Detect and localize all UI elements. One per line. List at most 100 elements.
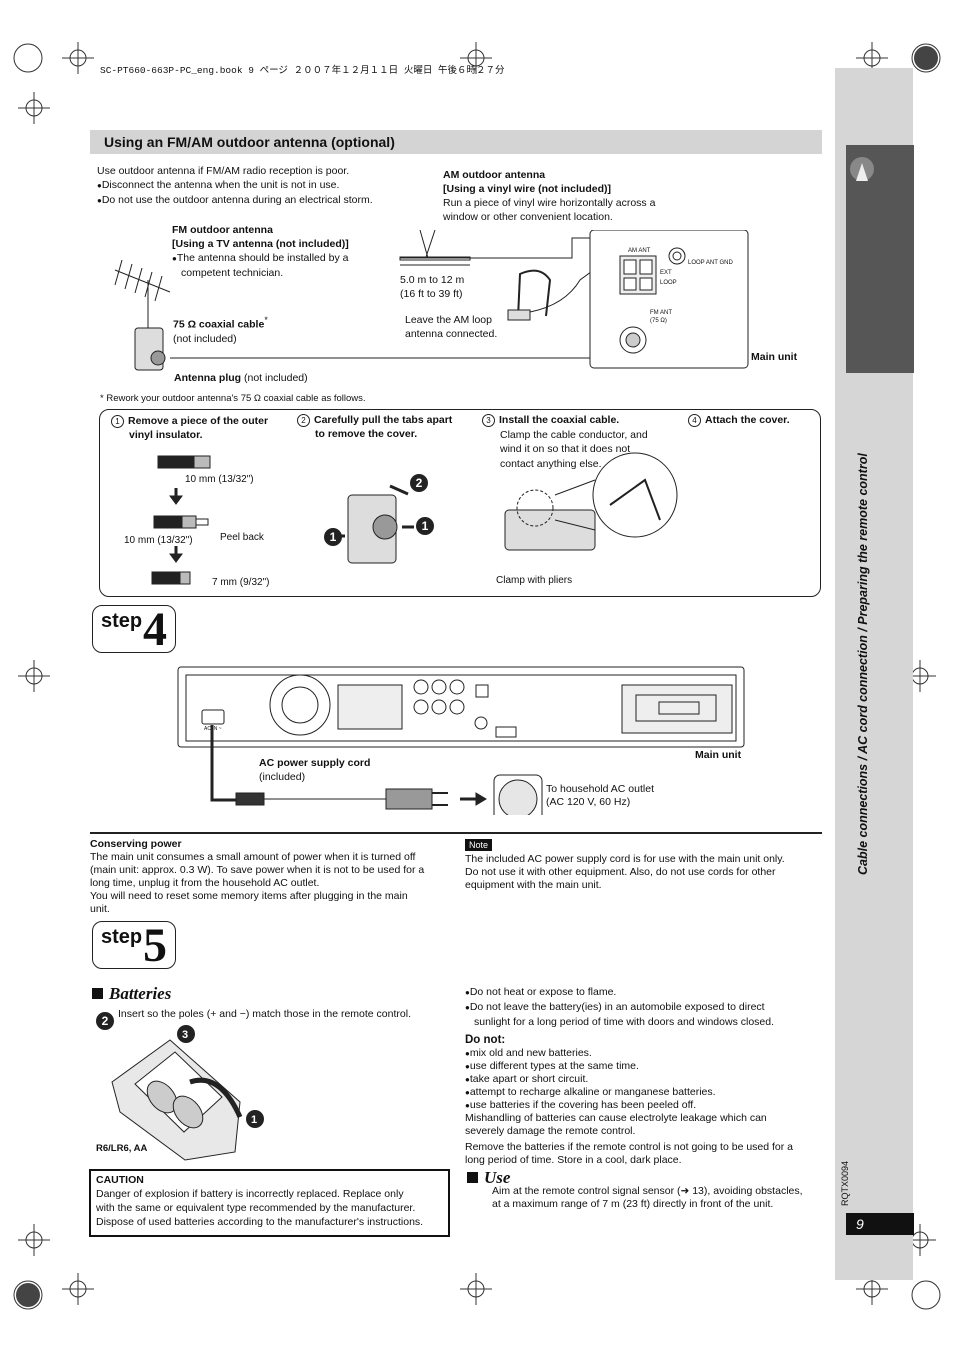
fm-antenna-text: FM outdoor antenna [Using a TV antenna (…	[172, 223, 349, 280]
substep-text: to remove the cover.	[315, 428, 418, 440]
conserving-line: (main unit: approx. 0.3 W). To save powe…	[90, 864, 425, 876]
sidebar-chapter-title: Cable connections / AC cord connection /…	[856, 453, 870, 875]
am-title: AM outdoor antenna	[443, 169, 546, 181]
fm-bullet-cont: competent technician.	[181, 267, 284, 279]
remove-line: long period of time. Store in a cool, da…	[465, 1154, 682, 1166]
loop-note: Leave the AM loop antenna connected.	[405, 313, 497, 341]
page-number: 9	[856, 1216, 864, 1232]
fm-subtitle: [Using a TV antenna (not included)]	[172, 238, 349, 250]
am-desc: Run a piece of vinyl wire horizontally a…	[443, 197, 656, 209]
note-badge: Note	[465, 839, 493, 851]
sidebar-tab	[846, 145, 914, 373]
header-line: SC-PT660-663P-PC_eng.book 9 ページ ２００７年１２月…	[100, 65, 505, 76]
divider	[90, 832, 822, 834]
substep-number: 4	[688, 414, 701, 427]
conserving-line: The main unit consumes a small amount of…	[90, 851, 416, 863]
coax-star: *	[264, 315, 268, 325]
warning-bullet: Do not leave the battery(ies) in an auto…	[465, 1000, 825, 1015]
caution-line: with the same or equivalent type recomme…	[96, 1202, 416, 1214]
do-not-item: take apart or short circuit.	[465, 1073, 825, 1086]
measure-10mm: 10 mm (13/32")	[185, 474, 254, 485]
cord-note: (included)	[259, 771, 306, 783]
conserving-line: unit.	[90, 903, 110, 915]
loop-terminal: LOOP	[660, 280, 677, 286]
substep-number: 3	[482, 414, 495, 427]
section-title: Using an FM/AM outdoor antenna (optional…	[104, 134, 395, 150]
substep-2: 2 Carefully pull the tabs apart to remove…	[297, 413, 477, 441]
section-header: Using an FM/AM outdoor antenna (optional…	[90, 130, 822, 154]
clamp-label: Clamp with pliers	[496, 575, 573, 586]
outlet-line: To household AC outlet	[546, 783, 654, 795]
substep-text: Carefully pull the tabs apart	[314, 414, 453, 426]
am-subtitle: [Using a vinyl wire (not included)]	[443, 183, 612, 195]
callout-1: 1	[416, 517, 434, 535]
footnote: * Rework your outdoor antenna's 75 Ω coa…	[100, 393, 366, 404]
wire-length-imperial: (16 ft to 39 ft)	[400, 288, 463, 300]
page-number-box: 9	[846, 1213, 914, 1235]
warning-bullet-cont: sunlight for a long period of time with …	[474, 1016, 774, 1028]
main-unit-label: Main unit	[751, 351, 798, 363]
wire-length: 5.0 m to 12 m (16 ft to 39 ft)	[400, 273, 464, 301]
conserving-line: You will need to reset some memory items…	[90, 890, 408, 902]
batteries-insert-text: Insert so the poles (+ and −) match thos…	[118, 1008, 411, 1020]
antenna-diagram	[114, 230, 749, 371]
fm-title: FM outdoor antenna	[172, 224, 273, 236]
square-bullet-icon	[92, 988, 103, 999]
note-line: Do not use it with other equipment. Also…	[465, 866, 776, 878]
peel-back-label: Peel back	[220, 532, 264, 543]
fm-ohm-label: (75 Ω)	[650, 318, 667, 324]
conserving-power: Conserving power The main unit consumes …	[90, 838, 450, 916]
substep-text: contact anything else.	[500, 457, 602, 470]
use-text: Aim at the remote control signal sensor …	[492, 1185, 803, 1211]
note-text: The included AC power supply cord is for…	[465, 853, 825, 892]
plug-icon	[850, 157, 874, 181]
batteries-title: Batteries	[109, 984, 172, 1003]
battery-type-label: R6/LR6, AA	[96, 1143, 148, 1154]
intro-bullet: Do not use the outdoor antenna during an…	[97, 193, 373, 208]
loop-ant-gnd-terminal: LOOP ANT GND	[688, 260, 733, 266]
loop-note-line: Leave the AM loop	[405, 314, 492, 326]
warning-bullet: Do not heat or expose to flame.	[465, 985, 825, 1000]
callout-2: 2	[410, 474, 428, 492]
step-word: step	[101, 926, 143, 948]
caution-box: CAUTION Danger of explosion if battery i…	[89, 1169, 450, 1237]
remote-battery-illustration: 3 1	[111, 1025, 264, 1161]
use-line: at a maximum range of 7 m (23 ft) direct…	[492, 1198, 774, 1210]
conserving-line: long time, unplug it from the household …	[90, 877, 320, 889]
substep-number: 2	[297, 414, 310, 427]
do-not-item: mix old and new batteries.	[465, 1047, 825, 1060]
coax-note: (not included)	[173, 332, 237, 345]
callout-2: 2	[96, 1012, 114, 1030]
substep-text: Clamp the cable conductor, and	[500, 428, 648, 441]
measure-10mm: 10 mm (13/32")	[124, 535, 193, 546]
intro-text: Use outdoor antenna if FM/AM radio recep…	[97, 164, 373, 208]
cord-label-bold: AC power supply cord	[259, 757, 371, 769]
coax-rework-illustration	[151, 452, 678, 585]
wire-length-metric: 5.0 m to 12 m	[400, 274, 465, 286]
use-line: Aim at the remote control signal sensor …	[492, 1185, 803, 1197]
caution-line: Danger of explosion if battery is incorr…	[96, 1188, 404, 1200]
step-word: step	[101, 610, 143, 632]
loop-note-line: antenna connected.	[405, 328, 498, 340]
substep-text: Remove a piece of the outer	[128, 415, 269, 427]
intro-line: Use outdoor antenna if FM/AM radio recep…	[97, 165, 350, 177]
callout-1: 1	[324, 528, 342, 546]
plug-note: (not included)	[241, 372, 308, 384]
caution-line: Dispose of used batteries according to t…	[96, 1216, 424, 1228]
outlet-line: (AC 120 V, 60 Hz)	[546, 796, 631, 808]
note-line: The included AC power supply cord is for…	[465, 853, 785, 865]
doc-code: RQTX0094	[840, 1160, 850, 1206]
caution-title: CAUTION	[96, 1174, 144, 1186]
mishandling-line: Mishandling of batteries can cause elect…	[465, 1112, 767, 1124]
do-not-item: attempt to recharge alkaline or manganes…	[465, 1086, 825, 1099]
substep-number: 1	[111, 415, 124, 428]
fm-ant-terminal: FM ANT	[650, 310, 672, 316]
outlet-label: To household AC outlet (AC 120 V, 60 Hz)	[546, 783, 654, 809]
am-antenna-text: AM outdoor antenna [Using a vinyl wire (…	[443, 168, 655, 224]
battery-warnings: Do not heat or expose to flame. Do not l…	[465, 985, 825, 1167]
cord-label: AC power supply cord (included)	[259, 756, 370, 784]
svg-text:1: 1	[251, 1114, 257, 1126]
